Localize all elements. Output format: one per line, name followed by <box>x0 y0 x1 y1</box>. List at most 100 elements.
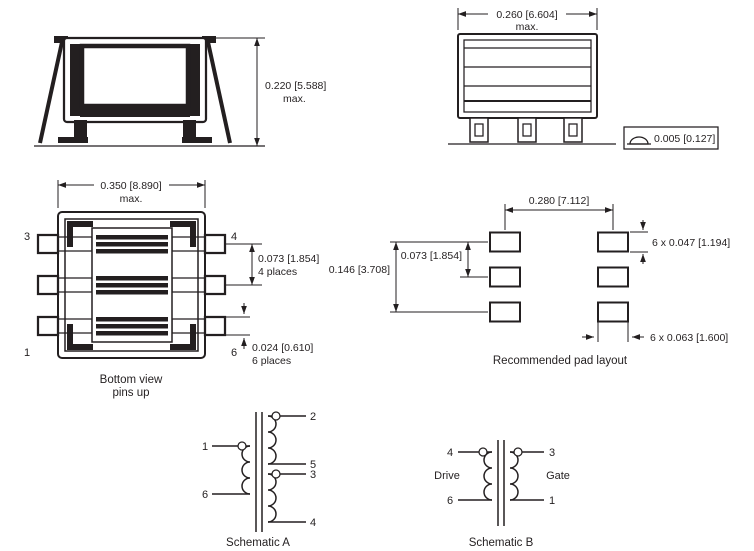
schem-a-pin3: 3 <box>310 469 316 481</box>
bottom-body-note: max. <box>120 193 143 205</box>
polarity-dot <box>237 441 247 451</box>
corner-brackets <box>67 221 196 350</box>
clip-hook-right <box>202 36 216 43</box>
pin <box>36 274 60 296</box>
side-body-window <box>79 43 191 109</box>
coplanarity-callout: 0.005 [0.127] <box>623 126 719 150</box>
schem-a-pin2: 2 <box>310 411 316 423</box>
foot-left <box>74 120 87 138</box>
bottom-pin-labels: 3 4 1 6 <box>24 231 237 359</box>
foot-plate-right <box>182 137 212 143</box>
pin <box>203 274 227 296</box>
bottom-view-caption: Bottom view pins up <box>100 374 163 399</box>
pad-width-value: 6 x 0.063 [1.600] <box>650 332 728 344</box>
schem-b-pin6: 6 <box>447 495 453 507</box>
terminal-pin <box>469 117 489 143</box>
pad-total-height-value: 0.146 [3.708] <box>329 264 390 276</box>
polarity-dot <box>478 447 488 457</box>
pin-thickness-value: 0.024 [0.610] <box>252 342 313 354</box>
front-body-inner <box>463 39 592 113</box>
clip-wire-right <box>206 41 232 144</box>
bottom-caption-line1: Bottom view <box>100 374 163 386</box>
pin-number-4: 4 <box>231 231 237 243</box>
dim-pad-width: 6 x 0.063 [1.600] <box>582 322 728 344</box>
pin <box>203 315 227 337</box>
winding-drive <box>483 451 493 501</box>
dim-side-height: 0.220 [5.588] max. <box>208 37 326 146</box>
schem-b-drive-label: Drive <box>434 470 460 482</box>
pad-height-value: 6 x 0.047 [1.194] <box>652 237 730 249</box>
winding-secondary-1 <box>267 415 277 465</box>
pad-row-pitch-value: 0.073 [1.854] <box>401 250 462 262</box>
coplanarity-value: 0.005 [0.127] <box>654 133 715 145</box>
bottom-view <box>36 211 227 359</box>
pad <box>489 266 521 288</box>
pin <box>36 233 60 255</box>
pad <box>597 301 629 323</box>
schem-b-pin4: 4 <box>447 447 453 459</box>
pad-layout-caption: Recommended pad layout <box>493 355 628 367</box>
pin-pitch-value: 0.073 [1.854] <box>258 253 319 265</box>
side-view <box>34 36 265 147</box>
terminal-pin-inner <box>474 123 484 137</box>
schem-b-pin1: 1 <box>549 495 555 507</box>
side-height-value: 0.220 [5.588] <box>265 80 326 92</box>
winding-secondary-2 <box>267 473 277 523</box>
pad-layout <box>489 231 629 323</box>
pin-number-1: 1 <box>24 347 30 359</box>
schematic-b-caption: Schematic B <box>469 537 534 549</box>
pin-number-6: 6 <box>231 347 237 359</box>
schem-a-pin5: 5 <box>310 459 316 471</box>
pin <box>203 233 227 255</box>
front-width-note: max. <box>516 21 539 33</box>
schematic-b-labels: 4 6 Drive 3 1 Gate Schematic B <box>434 447 570 549</box>
dim-pin-pitch: 0.073 [1.854] 4 places <box>225 243 319 286</box>
terminal-pin-inner <box>568 123 578 137</box>
schematic-a-labels: 1 6 2 5 3 4 Schematic A <box>202 411 316 549</box>
pin-number-3: 3 <box>24 231 30 243</box>
polarity-dot <box>513 447 523 457</box>
clip-wire-left <box>38 41 64 144</box>
pin <box>36 315 60 337</box>
schem-a-pin4: 4 <box>310 517 316 529</box>
dim-front-width: 0.260 [6.604] max. <box>457 8 598 33</box>
coplanarity-dome-icon <box>629 136 649 145</box>
schematic-a <box>212 411 306 532</box>
side-body-left-wall <box>70 44 80 116</box>
pin-thickness-note: 6 places <box>252 355 291 367</box>
terminal-pin <box>517 117 537 143</box>
polarity-dot <box>271 411 281 421</box>
dim-pad-height: 6 x 0.047 [1.194] <box>630 220 730 264</box>
foot-right <box>183 120 196 138</box>
dim-pin-thickness: 0.024 [0.610] 6 places <box>225 303 313 367</box>
side-body-bottom-band <box>80 108 190 117</box>
pad <box>489 231 521 253</box>
winding-primary <box>241 445 251 495</box>
side-height-note: max. <box>283 93 306 105</box>
schem-a-pin1: 1 <box>202 441 208 453</box>
polarity-dot <box>271 469 281 479</box>
terminal-pin <box>563 117 583 143</box>
dim-pad-span: 0.280 [7.112] <box>504 195 614 230</box>
schematic-b <box>458 440 544 526</box>
bottom-caption-line2: pins up <box>112 387 149 399</box>
front-body <box>457 33 598 119</box>
winding-stripes <box>96 235 168 336</box>
front-view <box>448 33 616 145</box>
bottom-pins <box>36 233 227 337</box>
pad <box>489 301 521 323</box>
dim-pad-row-pitch: 0.073 [1.854] 0.146 [3.708] <box>329 241 488 313</box>
schem-a-pin6: 6 <box>202 489 208 501</box>
front-width-value: 0.260 [6.604] <box>496 9 557 21</box>
pad-span-value: 0.280 [7.112] <box>529 195 590 207</box>
side-body-right-wall <box>190 44 200 116</box>
winding-gate <box>509 451 519 501</box>
schem-b-pin3: 3 <box>549 447 555 459</box>
bottom-body-inner <box>64 218 199 352</box>
bottom-body-value: 0.350 [8.890] <box>100 180 161 192</box>
pad <box>597 266 629 288</box>
pin-pitch-note: 4 places <box>258 266 297 278</box>
schem-b-gate-label: Gate <box>546 470 570 482</box>
terminal-pin-inner <box>522 123 532 137</box>
